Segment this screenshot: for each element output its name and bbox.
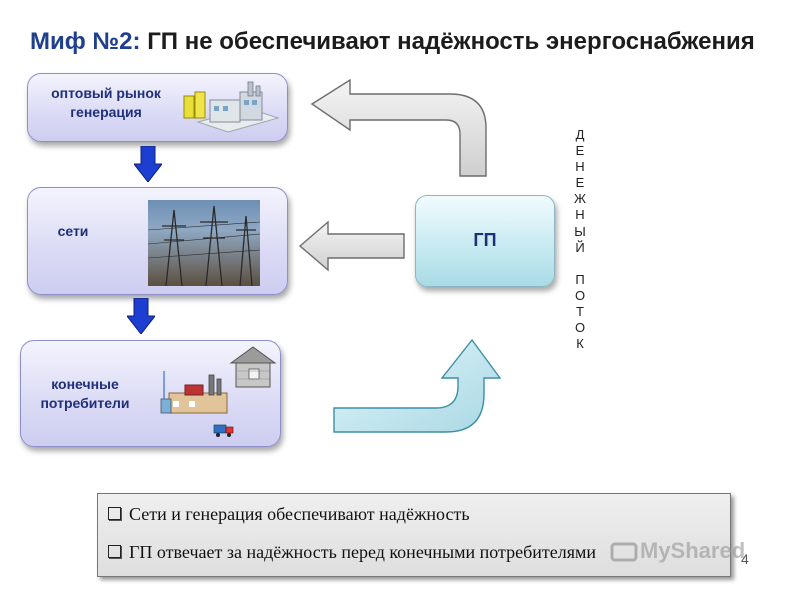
arrow-bent-up-icon (333, 338, 502, 433)
checkbox-bullet-icon (108, 545, 121, 558)
house-icon (229, 346, 277, 388)
arrow-down-icon (127, 298, 155, 334)
page-number: 4 (741, 551, 749, 567)
title-main: ГП не обеспечивают надёжность энергоснаб… (147, 28, 755, 55)
note-text-1: Сети и генерация обеспечивают надёжность (129, 504, 470, 524)
money-flow-vertical-label: Д Е Н Е Ж Н Ы Й П О Т О К (568, 127, 592, 352)
vertical-letter: Т (576, 304, 584, 320)
factory-icon (160, 371, 228, 414)
slide-title: Миф №2: ГП не обеспечивают надёжность эн… (30, 28, 755, 56)
arrow-bent-left-icon (310, 78, 487, 177)
vertical-letter: Д (575, 127, 585, 142)
vertical-letter: Ы (574, 223, 586, 239)
networks-label: сети (57, 223, 89, 239)
consumers-label: конечные потребители (35, 375, 135, 413)
consumers-line1: конечные (51, 376, 119, 392)
wholesale-line1: оптовый рынок (51, 85, 161, 101)
note-bullet-1: Сети и генерация обеспечивают надёжность (108, 504, 470, 525)
truck-icon (213, 424, 234, 437)
gp-label: ГП (473, 230, 497, 250)
vertical-letter: К (576, 336, 584, 352)
vertical-letter: Е (575, 143, 585, 159)
note-bullet-2: ГП отвечает за надёжность перед конечным… (108, 542, 596, 563)
watermark-text: MyShared (640, 538, 746, 563)
checkbox-bullet-icon (108, 507, 121, 520)
vertical-letter: П (575, 271, 585, 287)
title-prefix: Миф №2: (30, 28, 141, 55)
gp-box: ГП (415, 195, 555, 287)
watermark-logo-icon (610, 542, 638, 562)
wholesale-line2: генерация (70, 104, 142, 120)
wholesale-generation-box: оптовый рынок генерация (27, 73, 288, 142)
consumers-line2: потребители (40, 395, 130, 411)
vertical-letter: О (574, 320, 586, 336)
vertical-letter: Н (575, 207, 585, 223)
watermark: MyShared (610, 538, 745, 564)
vertical-letter: О (574, 287, 586, 303)
power-lines-photo (148, 200, 260, 286)
arrow-down-icon (134, 146, 162, 182)
note-text-2: ГП отвечает за надёжность перед конечным… (129, 542, 597, 562)
arrow-left-icon (298, 220, 405, 272)
vertical-letter: Ж (573, 191, 586, 207)
power-lines-image (148, 205, 260, 286)
consumers-box: конечные потребители (20, 340, 281, 447)
vertical-letter: Е (575, 175, 585, 191)
wholesale-label: оптовый рынок генерация (36, 84, 176, 122)
vertical-letter: Н (575, 159, 585, 175)
power-plant-icon (183, 81, 280, 133)
notes-panel: Сети и генерация обеспечивают надёжность… (97, 493, 731, 577)
vertical-letter: Й (575, 239, 585, 255)
vertical-letter (568, 256, 592, 272)
